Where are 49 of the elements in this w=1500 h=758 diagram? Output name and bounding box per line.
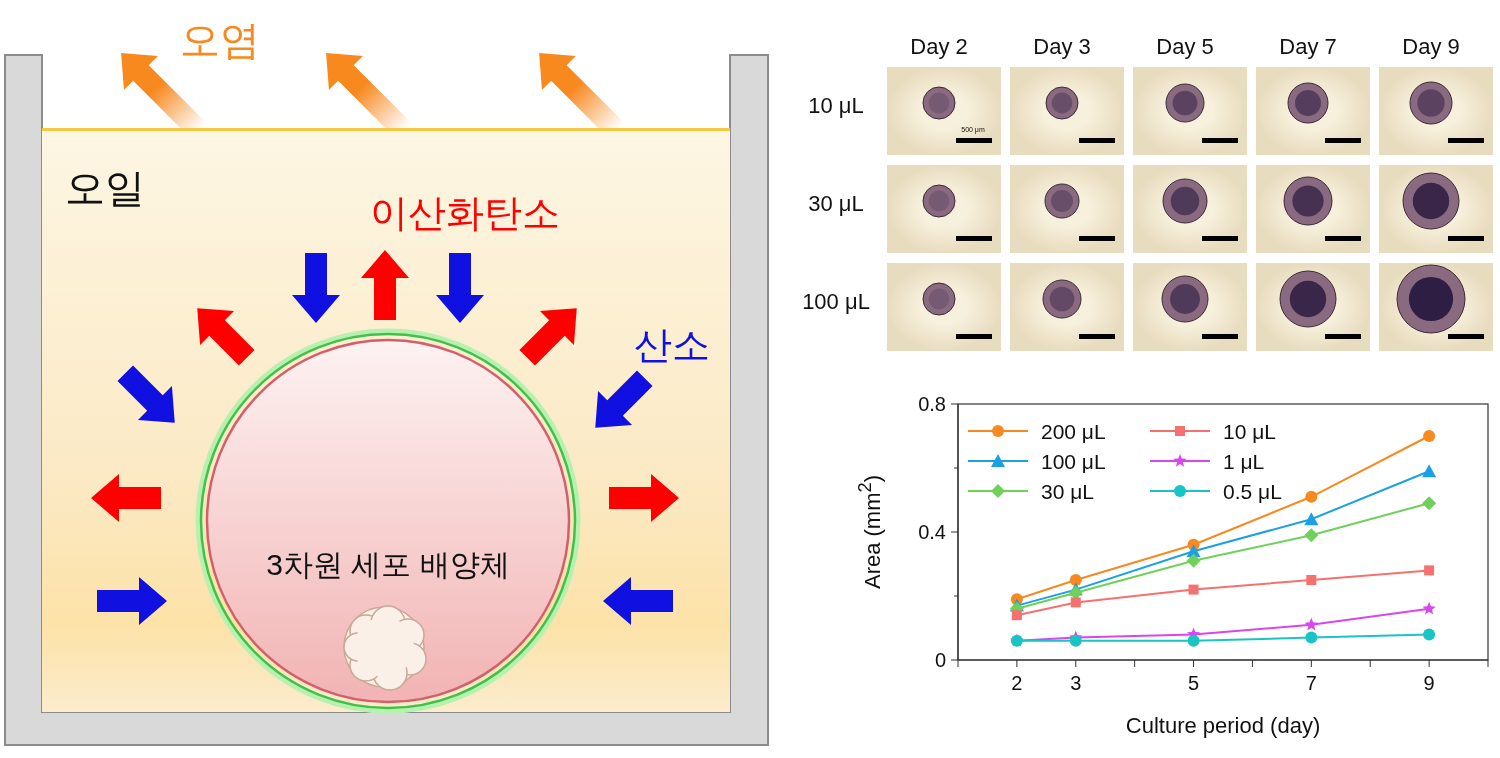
point <box>1304 528 1319 543</box>
point <box>1423 430 1436 442</box>
tick-label: 0 <box>934 649 946 671</box>
row-label: 10 μL <box>808 95 864 117</box>
point <box>1422 496 1437 511</box>
point <box>1187 634 1200 647</box>
point <box>1305 631 1318 644</box>
point <box>1011 610 1022 621</box>
point <box>1424 565 1435 576</box>
point <box>1305 490 1318 503</box>
column-header: Day 3 <box>1033 36 1091 58</box>
label: 산소 <box>634 326 710 364</box>
column-header: Day 7 <box>1279 36 1337 58</box>
point <box>1069 634 1082 647</box>
oil-layer <box>42 128 730 712</box>
column-header: Day 2 <box>910 36 968 58</box>
legend-label: 0.5 μL <box>1223 480 1282 503</box>
column-header: Day 5 <box>1156 36 1214 58</box>
label: 오염 <box>180 20 260 60</box>
legend-label: 1 μL <box>1223 450 1265 473</box>
label: 이산화탄소 <box>370 194 560 232</box>
point <box>1186 553 1201 568</box>
tick-label: 2 <box>1011 672 1023 694</box>
legend-label: 30 μL <box>1041 480 1094 503</box>
row-label: 30 μL <box>808 193 864 215</box>
tick-label: 0.8 <box>918 393 946 415</box>
point <box>1070 597 1081 608</box>
legend-label: 200 μL <box>1041 420 1106 443</box>
point <box>1304 617 1318 631</box>
point <box>1069 574 1082 586</box>
legend-label: 100 μL <box>1041 450 1106 473</box>
legend-label: 10 μL <box>1223 420 1276 443</box>
point <box>1304 512 1319 526</box>
row-label: 100 μL <box>802 291 870 313</box>
axis-title: Culture period (day) <box>1125 715 1321 737</box>
point <box>1068 585 1083 600</box>
tick-label: 5 <box>1188 672 1200 694</box>
droplet-label: 3차원 세포 배양체 <box>266 550 510 580</box>
point <box>1422 601 1436 615</box>
point <box>1188 584 1199 595</box>
oil-label: 오일 <box>65 168 145 208</box>
tick-label: 9 <box>1423 672 1435 694</box>
tick-label: 3 <box>1070 672 1082 694</box>
column-header: Day 9 <box>1402 36 1460 58</box>
tick-label: 7 <box>1305 672 1317 694</box>
point <box>1423 628 1436 641</box>
point <box>1306 575 1317 585</box>
tick-label: 0.4 <box>918 521 946 543</box>
point <box>1422 464 1437 478</box>
